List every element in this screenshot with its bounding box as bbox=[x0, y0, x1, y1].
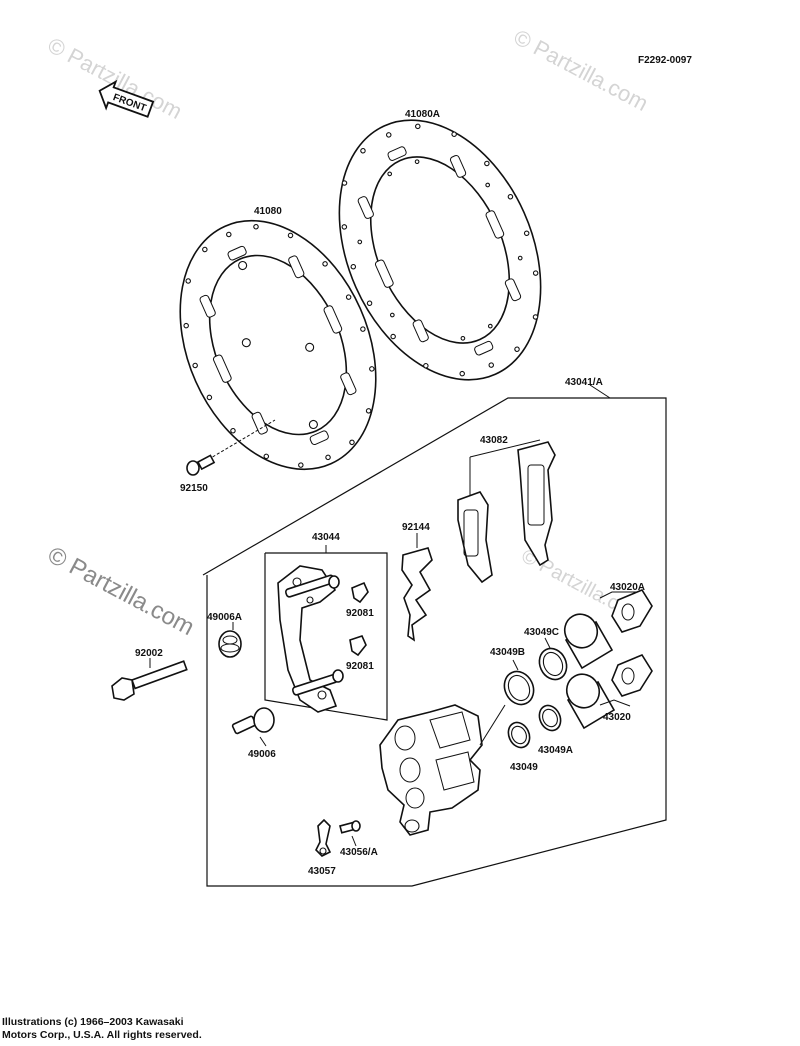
copyright-line-2: Motors Corp., U.S.A. All rights reserved… bbox=[2, 1029, 202, 1041]
seal-43049C bbox=[538, 637, 568, 681]
clip-upper bbox=[351, 581, 369, 604]
label-43056A: 43056/A bbox=[340, 847, 378, 858]
piston-lower bbox=[565, 673, 616, 730]
label-92002: 92002 bbox=[135, 648, 163, 659]
brake-disc-left bbox=[179, 219, 377, 471]
caliper-body bbox=[379, 704, 506, 836]
label-43044: 43044 bbox=[312, 532, 340, 543]
label-43057: 43057 bbox=[308, 866, 336, 877]
label-43049C: 43049C bbox=[524, 627, 559, 638]
brake-pad-set bbox=[457, 439, 556, 584]
piston-cap-upper bbox=[611, 589, 653, 633]
label-43049: 43049 bbox=[510, 762, 538, 773]
pad-spring bbox=[401, 533, 433, 642]
brake-disc-right bbox=[338, 119, 542, 381]
front-arrow-icon: FRONT bbox=[98, 79, 155, 118]
label-41080A: 41080A bbox=[405, 109, 440, 120]
disc-bolt bbox=[186, 419, 276, 476]
piston-cap-lower bbox=[611, 654, 653, 697]
watermark-left: © Partzilla.com bbox=[43, 541, 198, 641]
caliper-assy-outline bbox=[202, 397, 667, 887]
piston-upper bbox=[563, 613, 614, 670]
seal-43049B bbox=[503, 659, 535, 706]
seal-43049A bbox=[538, 704, 562, 732]
label-92144: 92144 bbox=[402, 522, 430, 533]
copyright-notice: Illustrations (c) 1966–2003 Kawasaki Mot… bbox=[2, 1016, 262, 1042]
bracket-assy-outline bbox=[264, 552, 388, 721]
label-43049A: 43049A bbox=[538, 745, 573, 756]
copyright-line-1: Illustrations (c) 1966–2003 Kawasaki bbox=[2, 1016, 184, 1028]
label-92081-upper: 92081 bbox=[346, 608, 374, 619]
watermark-top-left: © Partzilla.com bbox=[44, 32, 187, 124]
pin-boot bbox=[218, 622, 242, 658]
label-92150: 92150 bbox=[180, 483, 208, 494]
label-43041A: 43041/A bbox=[565, 377, 603, 388]
bleeder-cap bbox=[315, 818, 332, 857]
label-41080: 41080 bbox=[254, 206, 282, 217]
seal-43049 bbox=[507, 721, 531, 749]
bleeder-valve bbox=[339, 820, 361, 847]
label-49006: 49006 bbox=[248, 749, 276, 760]
label-43049B: 43049B bbox=[490, 647, 525, 658]
label-43020: 43020 bbox=[603, 712, 631, 723]
figure-code: F2292-0097 bbox=[638, 55, 692, 66]
caliper-bracket bbox=[277, 565, 344, 713]
label-43020A: 43020A bbox=[610, 582, 645, 593]
clip-lower bbox=[349, 635, 367, 657]
label-43082: 43082 bbox=[480, 435, 508, 446]
label-92081-lower: 92081 bbox=[346, 661, 374, 672]
mounting-bolt bbox=[111, 658, 188, 701]
slide-pin bbox=[231, 707, 275, 747]
watermark-top-right: © Partzilla.com bbox=[510, 24, 653, 116]
label-49006A: 49006A bbox=[207, 612, 242, 623]
